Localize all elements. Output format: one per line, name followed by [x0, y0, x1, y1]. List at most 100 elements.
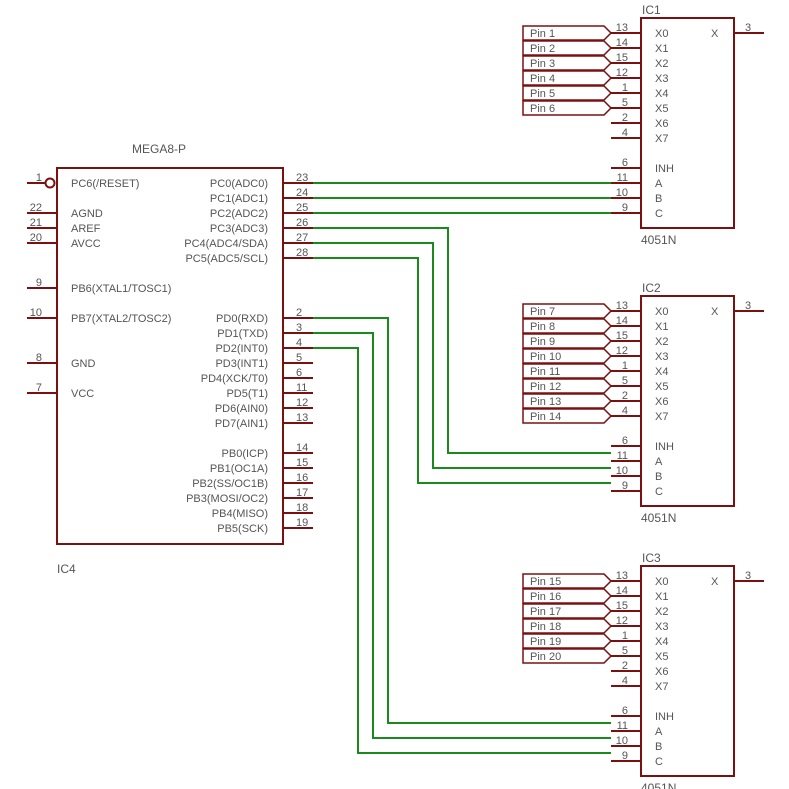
- net-label: Pin 8: [522, 318, 613, 334]
- net-label-frame: [522, 363, 613, 379]
- net-label-frame: [522, 100, 613, 116]
- net-label: Pin 10: [522, 348, 613, 364]
- pin-label: X5: [655, 381, 668, 393]
- pin-label: A: [655, 456, 663, 468]
- pin-label: X5: [655, 651, 668, 663]
- net-label-frame: [522, 303, 613, 319]
- net-label: Pin 18: [522, 618, 613, 634]
- pin-number: 6: [622, 435, 628, 447]
- wires: [313, 182, 611, 754]
- wire: [313, 227, 611, 454]
- pin-number: 1: [622, 82, 628, 94]
- net-label-frame: [522, 378, 613, 394]
- net-label-text: Pin 8: [530, 321, 555, 333]
- pin-label: PD7(AIN1): [215, 418, 268, 430]
- pin-label: INH: [655, 711, 674, 723]
- mcu-body: [56, 167, 284, 545]
- pin-label: X2: [655, 58, 668, 70]
- wire: [313, 242, 611, 469]
- net-label: Pin 1: [522, 25, 613, 41]
- net-label: Pin 14: [522, 408, 613, 424]
- net-label: Pin 3: [522, 55, 613, 71]
- net-label-text: Pin 16: [530, 591, 561, 603]
- pin-label: X: [711, 28, 719, 40]
- pin-number: 1: [36, 172, 42, 184]
- net-label-text: Pin 15: [530, 576, 561, 588]
- pin-number: 14: [616, 315, 628, 327]
- inversion-bubble: [44, 177, 56, 189]
- pin-number: 11: [617, 720, 628, 732]
- net-label-text: Pin 3: [530, 58, 555, 70]
- pin-number: 14: [296, 442, 308, 454]
- pin-label: VCC: [71, 388, 94, 400]
- pin-number: 3: [745, 570, 751, 582]
- pin-label: X2: [655, 336, 668, 348]
- mcu-value: MEGA8-P: [132, 142, 186, 156]
- net-label-frame: [522, 573, 613, 589]
- pin-number: 10: [616, 735, 628, 747]
- pin-label: X: [711, 576, 719, 588]
- pin-number: 11: [617, 172, 628, 184]
- pin-label: PD5(T1): [226, 388, 268, 400]
- pin-label: X0: [655, 576, 668, 588]
- pin-label: PC2(ADC2): [210, 208, 268, 220]
- pin-label: X7: [655, 411, 668, 423]
- pin-number: 26: [296, 217, 308, 229]
- net-label-frame: [522, 70, 613, 86]
- net-label-text: Pin 1: [530, 28, 555, 40]
- pin-number: 9: [622, 750, 628, 762]
- pin-label: PC1(ADC1): [210, 193, 268, 205]
- pin-label: PC5(ADC5/SCL): [185, 253, 268, 265]
- pin-label: PB3(MOSI/OC2): [186, 493, 268, 505]
- pin-number: 15: [616, 330, 628, 342]
- pin-number: 4: [622, 127, 628, 139]
- pin-number: 5: [622, 97, 628, 109]
- pin-number: 12: [296, 397, 308, 409]
- pin-label: PB6(XTAL1/TOSC1): [71, 283, 171, 295]
- pin-number: 6: [622, 705, 628, 717]
- pin-number: 2: [622, 112, 628, 124]
- pin-label: C: [655, 486, 663, 498]
- net-label: Pin 15: [522, 573, 613, 589]
- net-label-text: Pin 19: [530, 636, 561, 648]
- pin-label: X1: [655, 321, 668, 333]
- pin-label: X6: [655, 118, 668, 130]
- mux-value: 4051N: [641, 781, 676, 789]
- pin-number: 16: [296, 472, 308, 484]
- pin-number: 10: [30, 307, 42, 319]
- pin-number: 9: [36, 277, 42, 289]
- wire: [313, 332, 611, 739]
- pin-label: X3: [655, 621, 668, 633]
- pin-label: X4: [655, 366, 668, 378]
- net-label: Pin 20: [522, 648, 613, 664]
- pin-number: 24: [296, 187, 308, 199]
- pin-label: B: [655, 471, 662, 483]
- pin-number: 9: [622, 202, 628, 214]
- pin-label: PD0(RXD): [216, 313, 268, 325]
- pin-label: PB1(OC1A): [210, 463, 268, 475]
- net-label-frame: [522, 603, 613, 619]
- pin-label: B: [655, 193, 662, 205]
- net-label-frame: [522, 333, 613, 349]
- mux-name: IC1: [642, 3, 661, 17]
- net-label-frame: [522, 55, 613, 71]
- pin-number: 15: [616, 600, 628, 612]
- mux-value: 4051N: [641, 511, 676, 525]
- pin-number: 13: [296, 412, 308, 424]
- net-label: Pin 4: [522, 70, 613, 86]
- pin-number: 15: [616, 52, 628, 64]
- pin-number: 4: [622, 405, 628, 417]
- net-label: Pin 9: [522, 333, 613, 349]
